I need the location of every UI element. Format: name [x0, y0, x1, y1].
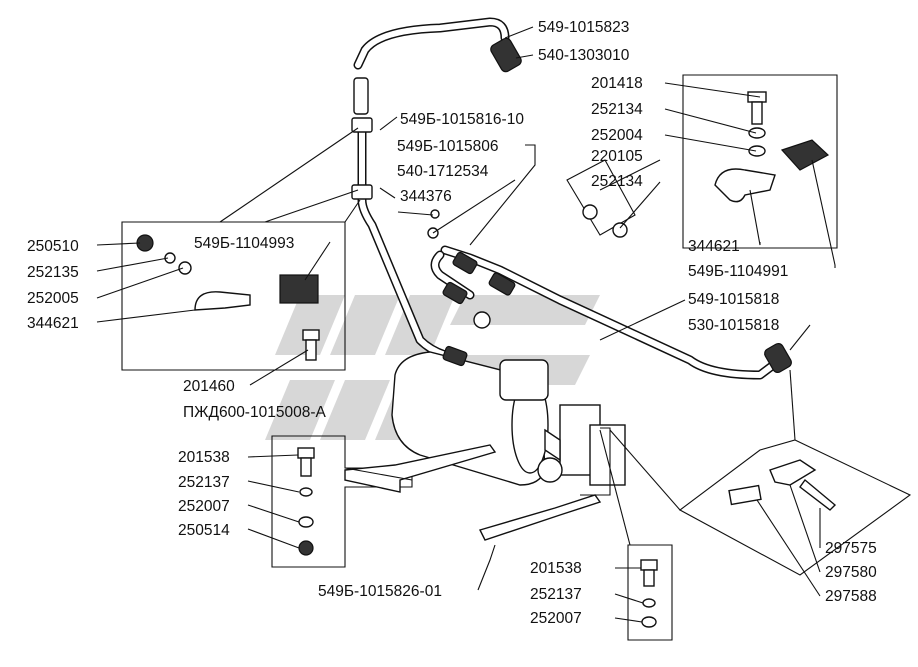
detail-box-pins — [678, 439, 912, 576]
leader-lines — [96, 26, 836, 623]
label-252137-left: 252137 — [178, 474, 230, 491]
detail-box-bolts-left — [271, 435, 413, 568]
label-252005: 252005 — [27, 290, 79, 307]
label-250510: 250510 — [27, 238, 79, 255]
label-252007-bottom: 252007 — [530, 610, 582, 627]
label-252007-left: 252007 — [178, 498, 230, 515]
bolt-stack-bottom — [640, 559, 658, 628]
label-252134-mid: 252134 — [591, 173, 643, 190]
label-pzhd600-1015008-a: ПЖД600-1015008-А — [183, 404, 326, 421]
label-549b-1015806: 549Б-1015806 — [397, 138, 499, 155]
bolt-stack-left — [297, 447, 315, 556]
part-labels: 549-1015823 540-1303010 201418 252134 25… — [27, 19, 877, 627]
label-549b-1015816-10: 549Б-1015816-10 — [400, 111, 524, 128]
mounting-rails — [344, 444, 602, 541]
label-201460: 201460 — [183, 378, 235, 395]
pipe-assembly — [353, 17, 785, 380]
label-549b-1104991: 549Б-1104991 — [688, 263, 788, 280]
pin-detail-parts — [728, 459, 837, 511]
label-252134-top: 252134 — [591, 101, 643, 118]
label-549-1015823: 549-1015823 — [538, 19, 629, 36]
detail-box-left — [121, 221, 346, 371]
label-220105: 220105 — [591, 148, 643, 165]
label-344376: 344376 — [400, 188, 452, 205]
label-201418: 201418 — [591, 75, 643, 92]
left-detail-parts — [136, 234, 320, 361]
heater-unit — [391, 351, 626, 496]
detail-box-top-right — [682, 74, 838, 249]
label-297588: 297588 — [825, 588, 877, 605]
detail-box-bolts-bottom — [627, 544, 673, 641]
label-252135: 252135 — [27, 264, 79, 281]
label-297575: 297575 — [825, 540, 877, 557]
label-250514: 250514 — [178, 522, 230, 539]
label-540-1712534: 540-1712534 — [397, 163, 489, 180]
label-297580: 297580 — [825, 564, 877, 581]
label-549b-1104993: 549Б-1104993 — [194, 235, 294, 252]
label-344621-left: 344621 — [27, 315, 79, 332]
label-549b-1015826-01: 549Б-1015826-01 — [318, 583, 442, 600]
label-252137-bottom: 252137 — [530, 586, 582, 603]
label-540-1303010: 540-1303010 — [538, 47, 630, 64]
label-201538-bottom: 201538 — [530, 560, 582, 577]
label-201538-left: 201538 — [178, 449, 230, 466]
detail-box-bracket — [566, 159, 636, 236]
label-549-1015818: 549-1015818 — [688, 291, 779, 308]
label-344621-right: 344621 — [688, 238, 740, 255]
label-530-1015818: 530-1015818 — [688, 317, 779, 334]
label-252004: 252004 — [591, 127, 643, 144]
